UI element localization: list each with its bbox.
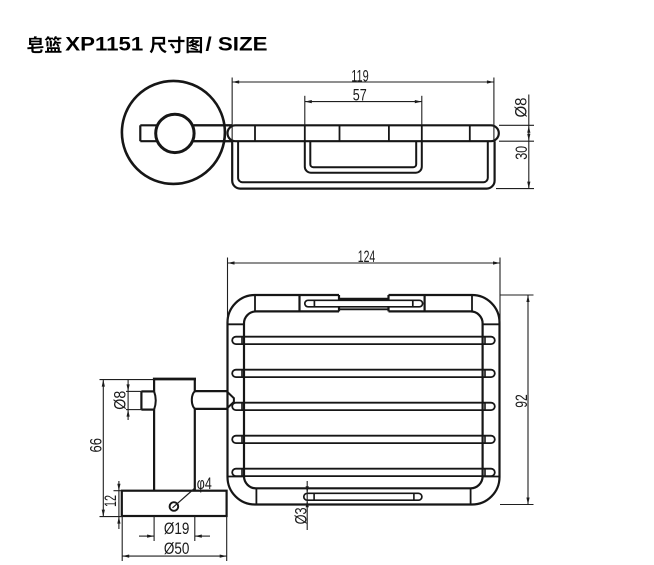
svg-text:Ø50: Ø50 <box>164 540 190 558</box>
svg-text:Ø19: Ø19 <box>164 520 190 538</box>
svg-text:119: 119 <box>351 67 369 85</box>
svg-text:Ø3: Ø3 <box>293 507 311 524</box>
svg-text:92: 92 <box>513 394 531 408</box>
svg-text:57: 57 <box>353 86 367 104</box>
svg-text:φ4: φ4 <box>197 475 212 493</box>
svg-text:XP1151: XP1151 <box>65 35 143 56</box>
svg-text:12: 12 <box>102 495 120 507</box>
svg-text:30: 30 <box>513 146 531 160</box>
svg-text:66: 66 <box>88 438 106 453</box>
svg-text:Ø8: Ø8 <box>513 98 531 118</box>
svg-text:/ SIZE: / SIZE <box>206 35 268 56</box>
svg-text:124: 124 <box>358 248 376 266</box>
svg-text:Ø8: Ø8 <box>112 391 130 410</box>
